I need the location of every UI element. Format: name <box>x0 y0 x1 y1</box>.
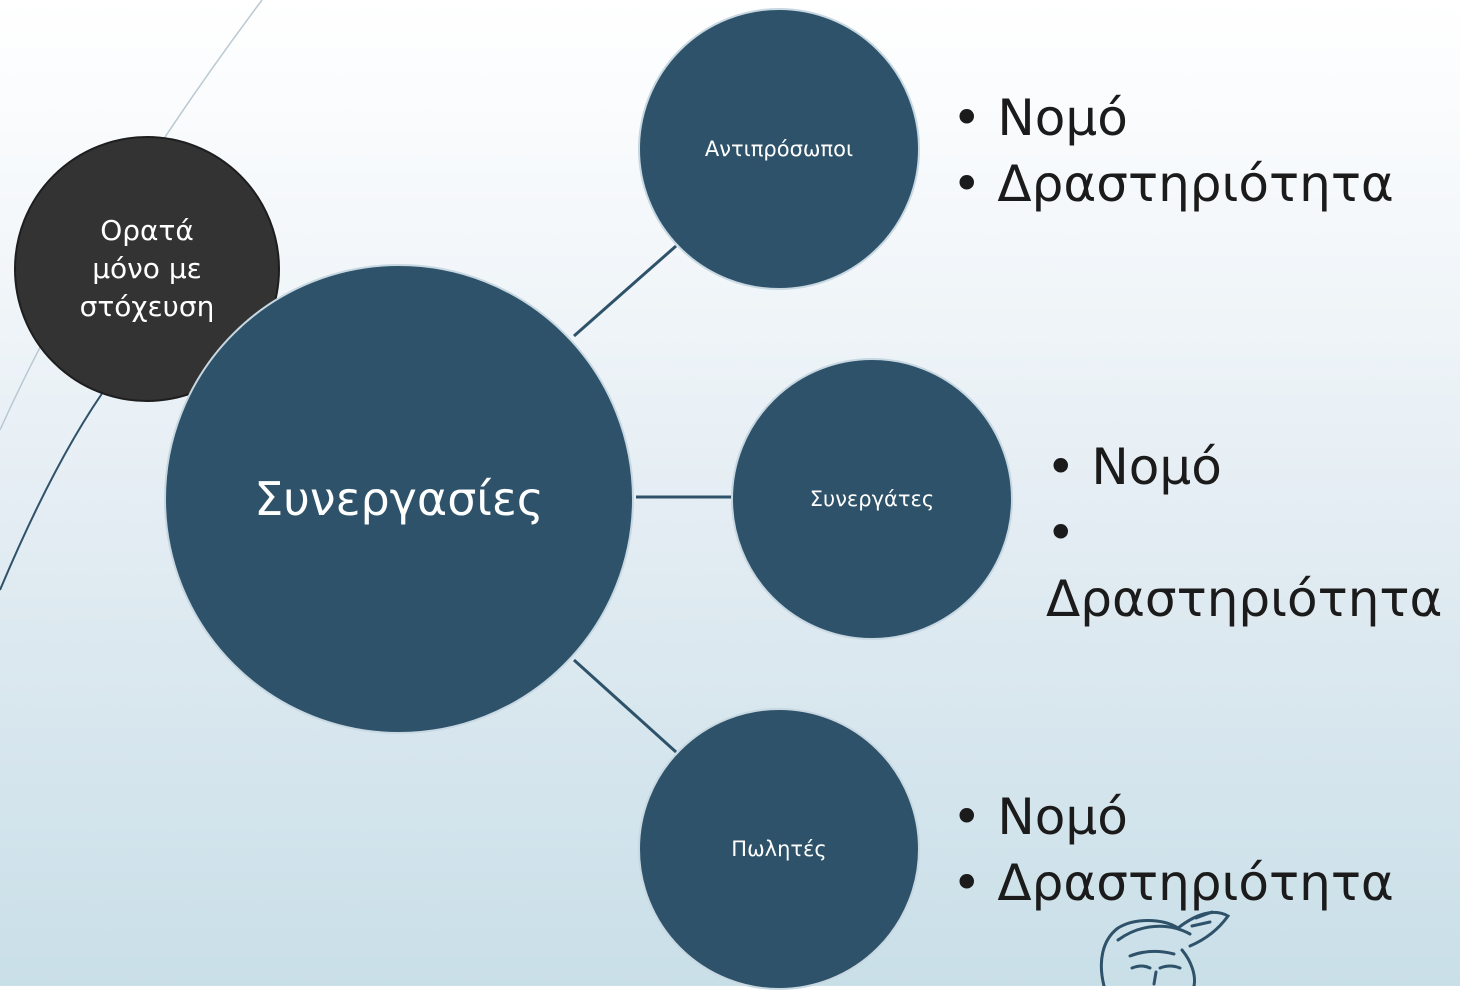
targeting-only-line-3: στόχευση <box>79 290 215 323</box>
node-sellers: Πωλητές <box>638 708 920 990</box>
node-representatives-label: Αντιπρόσωποι <box>704 137 854 161</box>
bullet-item: Νομό <box>1046 434 1460 500</box>
node-sellers-label: Πωλητές <box>731 837 827 861</box>
bullet-item: Νομό <box>952 85 1394 151</box>
node-partners-label: Συνεργάτες <box>809 487 935 511</box>
hermes-head-logo-icon <box>1099 910 1231 986</box>
center-node: Συνεργασίες <box>164 264 634 734</box>
node-representatives: Αντιπρόσωποι <box>638 8 920 290</box>
targeting-only-line-2: μόνο με <box>92 252 202 285</box>
connector-top <box>573 244 677 338</box>
center-node-label: Συνεργασίες <box>254 472 544 526</box>
representatives-bullet-list: Νομό Δραστηριότητα <box>952 85 1394 217</box>
node-partners: Συνεργάτες <box>731 358 1013 640</box>
bullet-item: Δραστηριότητα <box>952 151 1393 217</box>
targeting-only-line-1: Ορατά <box>100 214 194 247</box>
bullet-item: Δραστηριότητα <box>1046 500 1460 632</box>
targeting-only-label: Ορατά μόνο με στόχευση <box>80 212 215 326</box>
sellers-bullet-list: Νομό Δραστηριότητα <box>952 784 1394 916</box>
partners-bullet-list: Νομό Δραστηριότητα <box>1046 434 1460 632</box>
bullet-item: Δραστηριότητα <box>952 850 1393 916</box>
bullet-item: Νομό <box>952 784 1394 850</box>
connector-bottom <box>572 658 678 754</box>
